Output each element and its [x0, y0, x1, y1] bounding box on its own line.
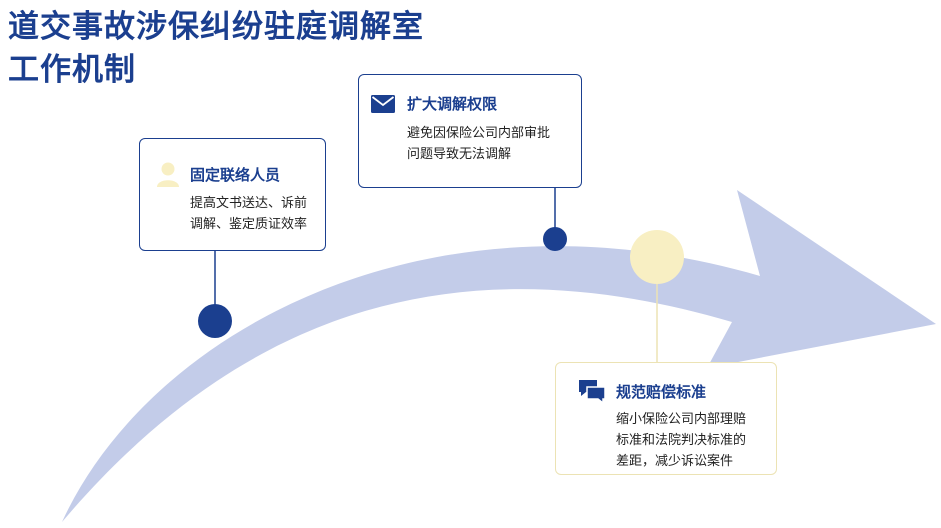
desc-line: 提高文书送达、诉前 [190, 196, 308, 211]
card-fixed-contact: 固定联络人员 提高文书送达、诉前 调解、鉴定质证效率 [139, 138, 326, 251]
card-desc-expand-authority: 避免因保险公司内部审批 问题导致无法调解 [371, 123, 571, 165]
chat-bubbles-icon [579, 380, 606, 403]
desc-line: 缩小保险公司内部理赔 [616, 412, 747, 427]
title-line-2: 工作机制 [8, 52, 136, 88]
card-title-standardize-compensation: 规范赔偿标准 [616, 382, 707, 401]
person-icon [157, 162, 179, 187]
timeline-dot-2 [543, 227, 567, 251]
envelope-icon [371, 94, 395, 113]
card-title-expand-authority: 扩大调解权限 [407, 95, 498, 113]
timeline-dot-3 [630, 230, 684, 284]
title-line-1: 道交事故涉保纠纷驻庭调解室 [8, 9, 424, 45]
desc-line: 调解、鉴定质证效率 [190, 217, 308, 232]
card-desc-standardize-compensation: 缩小保险公司内部理赔 标准和法院判决标准的 差距，减少诉讼案件 [578, 409, 766, 472]
desc-line: 问题导致无法调解 [407, 147, 512, 162]
timeline-dot-1 [198, 304, 232, 338]
curved-arrow [62, 190, 936, 522]
desc-line: 标准和法院判决标准的 [616, 433, 747, 448]
card-standardize-compensation: 规范赔偿标准 缩小保险公司内部理赔 标准和法院判决标准的 差距，减少诉讼案件 [555, 362, 777, 475]
desc-line: 避免因保险公司内部审批 [407, 126, 551, 141]
desc-line: 差距，减少诉讼案件 [616, 454, 734, 469]
card-title-fixed-contact: 固定联络人员 [190, 165, 281, 184]
card-expand-authority: 扩大调解权限 避免因保险公司内部审批 问题导致无法调解 [358, 74, 582, 188]
card-desc-fixed-contact: 提高文书送达、诉前 调解、鉴定质证效率 [156, 193, 315, 235]
page-title: 道交事故涉保纠纷驻庭调解室 工作机制 [8, 6, 424, 92]
